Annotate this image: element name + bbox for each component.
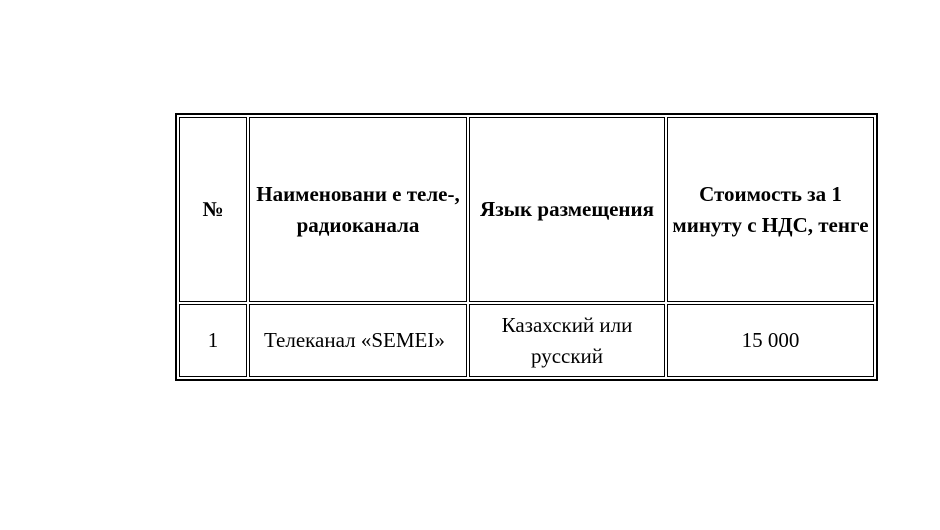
cell-price: 15 000 [667,304,874,377]
cell-channel-name: Телеканал «SEMEI» [249,304,467,377]
table-row: 1 Телеканал «SEMEI» Казахский или русски… [179,304,874,377]
price-table: № Наименовани е теле-, радиоканала Язык … [175,113,878,381]
header-channel-name: Наименовани е теле-, радиоканала [249,117,467,302]
cell-language: Казахский или русский [469,304,665,377]
table-header-row: № Наименовани е теле-, радиоканала Язык … [179,117,874,302]
header-language: Язык размещения [469,117,665,302]
header-number: № [179,117,247,302]
cell-number: 1 [179,304,247,377]
header-price: Стоимость за 1 минуту с НДС, тенге [667,117,874,302]
